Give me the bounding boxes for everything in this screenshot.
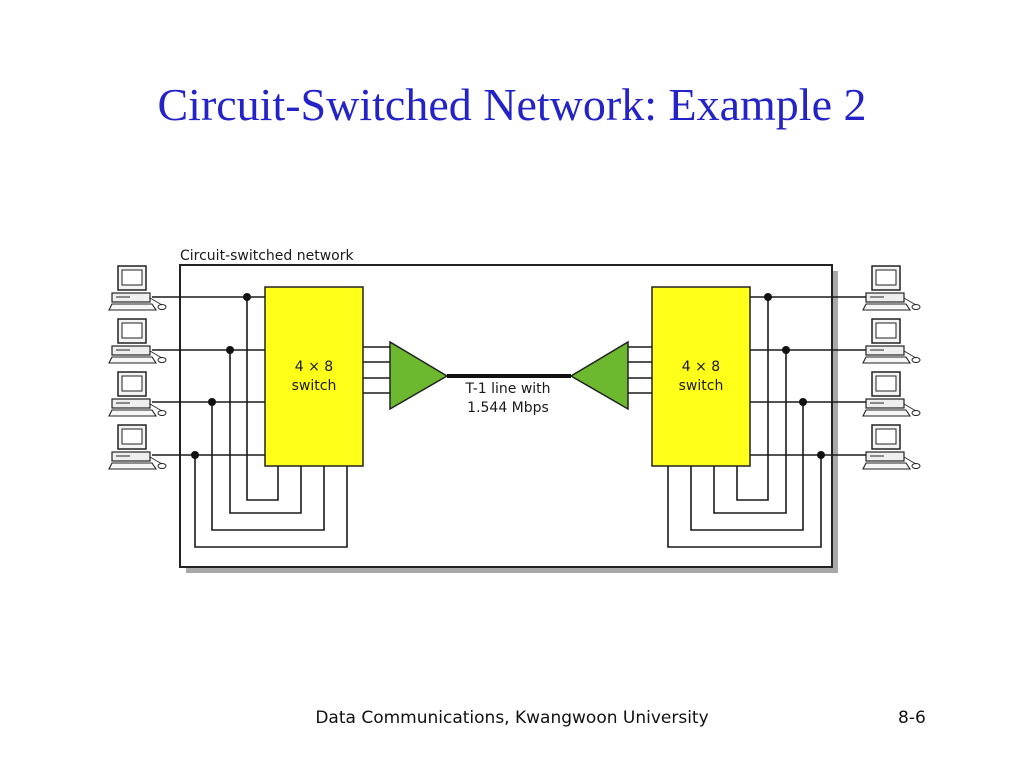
computer-icon <box>108 424 167 470</box>
right-computers <box>862 265 921 470</box>
network-label: Circuit-switched network <box>180 248 355 264</box>
computer-icon <box>108 371 167 417</box>
page-number: 8-6 <box>898 708 926 728</box>
computer-icon <box>108 318 167 364</box>
left-switch-label: switch <box>292 378 337 394</box>
computer-icon <box>862 318 921 364</box>
footer-text: Data Communications, Kwangwoon Universit… <box>315 708 709 728</box>
right-wiring <box>628 296 866 548</box>
computer-icon <box>862 371 921 417</box>
slide-title: Circuit-Switched Network: Example 2 <box>157 79 867 130</box>
computer-icon <box>108 265 167 311</box>
junction-dots <box>191 293 825 459</box>
right-switch: 4 × 8 switch <box>651 286 751 467</box>
right-switch-size: 4 × 8 <box>682 359 720 375</box>
demultiplexer-icon <box>569 340 629 411</box>
trunk-label-line2: 1.544 Mbps <box>467 400 549 416</box>
multiplexer-icon <box>389 340 449 411</box>
left-switch-size: 4 × 8 <box>295 359 333 375</box>
left-switch: 4 × 8 switch <box>264 286 364 467</box>
trunk-label-line1: T-1 line with <box>464 381 550 397</box>
computer-icon <box>862 265 921 311</box>
computer-icon <box>862 424 921 470</box>
right-switch-label: switch <box>679 378 724 394</box>
